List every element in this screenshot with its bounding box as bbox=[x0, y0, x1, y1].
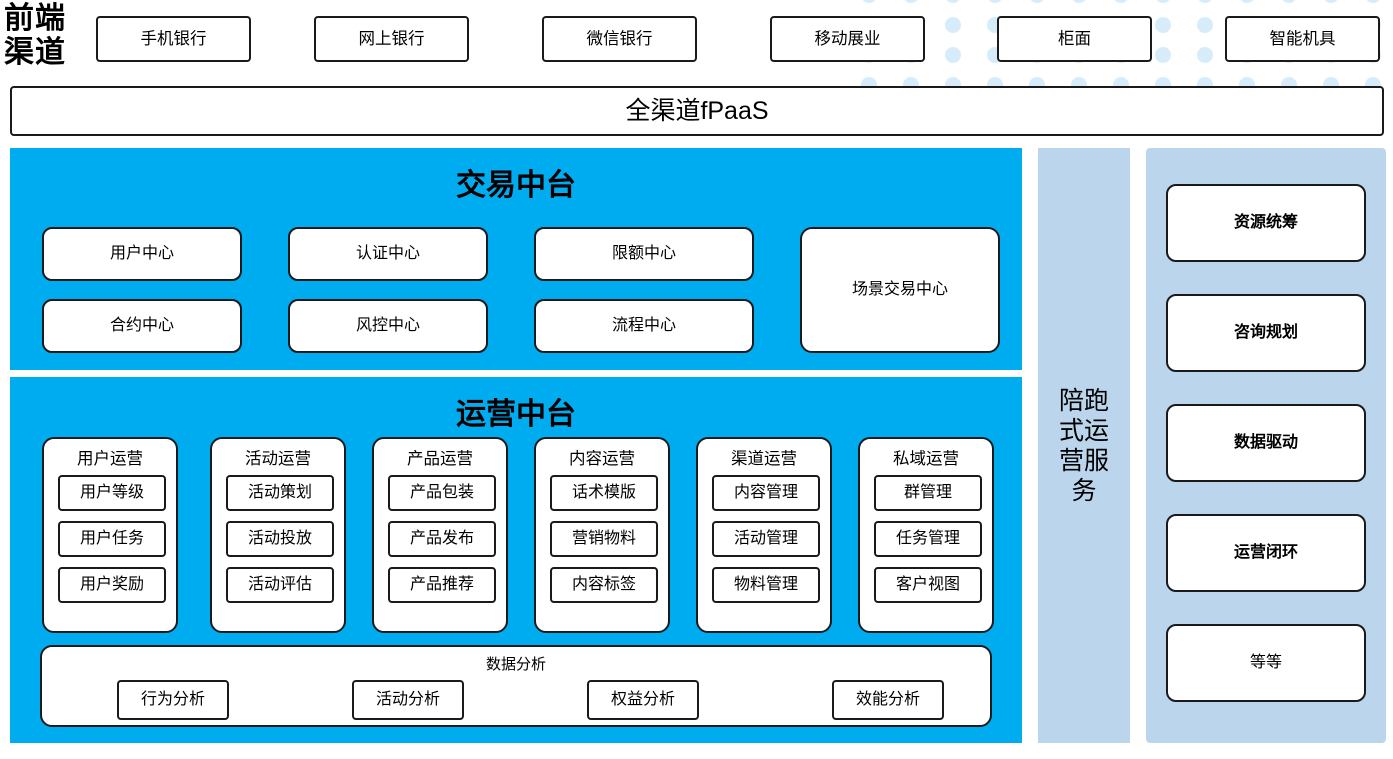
analysis-item-3[interactable]: 权益分析 bbox=[587, 680, 699, 720]
ops-item[interactable]: 内容管理 bbox=[712, 475, 820, 511]
channel-box-6[interactable]: 智能机具 bbox=[1225, 16, 1380, 62]
ops-item[interactable]: 产品推荐 bbox=[388, 567, 496, 603]
ops-column-2: 活动运营活动策划活动投放活动评估 bbox=[210, 437, 346, 633]
ops-column-title: 内容运营 bbox=[569, 450, 635, 468]
ops-column-title: 产品运营 bbox=[407, 450, 473, 468]
service-item-5[interactable]: 等等 bbox=[1166, 624, 1366, 702]
ops-item[interactable]: 营销物料 bbox=[550, 521, 658, 557]
trade-card-6[interactable]: 流程中心 bbox=[534, 299, 754, 353]
trade-card-1[interactable]: 用户中心 bbox=[42, 227, 242, 281]
trade-card-5[interactable]: 风控中心 bbox=[288, 299, 488, 353]
ops-column-title: 渠道运营 bbox=[731, 450, 797, 468]
channel-box-5[interactable]: 柜面 bbox=[997, 16, 1152, 62]
ops-column-title: 活动运营 bbox=[245, 450, 311, 468]
service-capability-panel: 资源统筹咨询规划数据驱动运营闭环等等 bbox=[1146, 148, 1386, 743]
trade-platform-title: 交易中台 bbox=[456, 169, 576, 202]
service-item-2[interactable]: 咨询规划 bbox=[1166, 294, 1366, 372]
ops-item[interactable]: 活动管理 bbox=[712, 521, 820, 557]
service-item-3[interactable]: 数据驱动 bbox=[1166, 404, 1366, 482]
channel-box-3[interactable]: 微信银行 bbox=[542, 16, 697, 62]
front-end-channel-label: 前端 渠道 bbox=[4, 2, 90, 70]
ops-item[interactable]: 产品包装 bbox=[388, 475, 496, 511]
operations-middle-platform: 运营中台 用户运营用户等级用户任务用户奖励活动运营活动策划活动投放活动评估产品运… bbox=[10, 377, 1022, 743]
channel-box-4[interactable]: 移动展业 bbox=[770, 16, 925, 62]
ops-column-6: 私域运营群管理任务管理客户视图 bbox=[858, 437, 994, 633]
trade-middle-platform: 交易中台 用户中心认证中心限额中心合约中心风控中心流程中心 场景交易中心 bbox=[10, 148, 1022, 370]
ops-column-4: 内容运营话术模版营销物料内容标签 bbox=[534, 437, 670, 633]
accompany-operation-service-label: 陪跑式运营服务 bbox=[1058, 386, 1109, 505]
ops-column-title: 私域运营 bbox=[893, 450, 959, 468]
ops-item[interactable]: 用户任务 bbox=[58, 521, 166, 557]
front-end-channel-label-line2: 渠道 bbox=[4, 36, 66, 69]
trade-card-3[interactable]: 限额中心 bbox=[534, 227, 754, 281]
ops-item[interactable]: 用户奖励 bbox=[58, 567, 166, 603]
service-item-1[interactable]: 资源统筹 bbox=[1166, 184, 1366, 262]
analysis-item-2[interactable]: 活动分析 bbox=[352, 680, 464, 720]
analysis-item-4[interactable]: 效能分析 bbox=[832, 680, 944, 720]
service-item-4[interactable]: 运营闭环 bbox=[1166, 514, 1366, 592]
ops-column-title: 用户运营 bbox=[77, 450, 143, 468]
ops-item[interactable]: 产品发布 bbox=[388, 521, 496, 557]
omnichannel-fpaas-bar[interactable]: 全渠道fPaaS bbox=[10, 86, 1384, 136]
front-end-channel-label-line1: 前端 bbox=[4, 2, 66, 35]
accompany-operation-service-column: 陪跑式运营服务 bbox=[1038, 148, 1130, 743]
ops-item[interactable]: 活动评估 bbox=[226, 567, 334, 603]
ops-item[interactable]: 任务管理 bbox=[874, 521, 982, 557]
ops-item[interactable]: 客户视图 bbox=[874, 567, 982, 603]
analysis-item-1[interactable]: 行为分析 bbox=[117, 680, 229, 720]
ops-column-3: 产品运营产品包装产品发布产品推荐 bbox=[372, 437, 508, 633]
ops-item[interactable]: 物料管理 bbox=[712, 567, 820, 603]
trade-card-4[interactable]: 合约中心 bbox=[42, 299, 242, 353]
ops-item[interactable]: 用户等级 bbox=[58, 475, 166, 511]
channel-box-1[interactable]: 手机银行 bbox=[96, 16, 251, 62]
scene-transaction-center-card[interactable]: 场景交易中心 bbox=[800, 227, 1000, 353]
data-analysis-title: 数据分析 bbox=[485, 656, 546, 673]
ops-item[interactable]: 活动投放 bbox=[226, 521, 334, 557]
ops-column-5: 渠道运营内容管理活动管理物料管理 bbox=[696, 437, 832, 633]
ops-item[interactable]: 内容标签 bbox=[550, 567, 658, 603]
ops-item[interactable]: 活动策划 bbox=[226, 475, 334, 511]
ops-item[interactable]: 群管理 bbox=[874, 475, 982, 511]
ops-item[interactable]: 话术模版 bbox=[550, 475, 658, 511]
channel-box-2[interactable]: 网上银行 bbox=[314, 16, 469, 62]
ops-platform-title: 运营中台 bbox=[456, 398, 576, 431]
data-analysis-panel: 数据分析 行为分析 活动分析 权益分析 效能分析 bbox=[40, 645, 992, 727]
trade-card-2[interactable]: 认证中心 bbox=[288, 227, 488, 281]
ops-column-1: 用户运营用户等级用户任务用户奖励 bbox=[42, 437, 178, 633]
